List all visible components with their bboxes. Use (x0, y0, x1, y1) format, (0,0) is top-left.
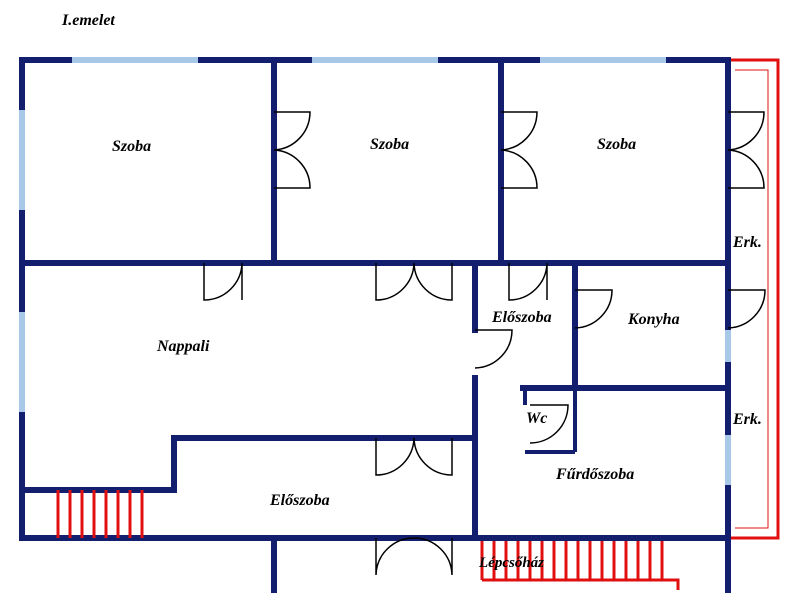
room-label-eloszoba-lower: Előszoba (270, 492, 330, 509)
room-label-furdoszoba: Fűrdőszoba (556, 466, 635, 483)
room-label-eloszoba-upper: Előszoba (492, 309, 552, 326)
balcony-railing (728, 58, 780, 540)
room-label-szoba-1: Szoba (112, 138, 152, 155)
floor-title: I.emelet (62, 12, 115, 29)
room-label-nappali: Nappali (157, 338, 210, 355)
room-label-erkely-2: Erk. (733, 411, 762, 428)
room-label-konyha: Konyha (628, 311, 680, 328)
room-label-erkely-1: Erk. (733, 234, 762, 251)
windows (19, 57, 731, 485)
room-label-szoba-3: Szoba (597, 136, 637, 153)
stairs-bottom (480, 541, 680, 590)
room-label-szoba-2: Szoba (370, 136, 410, 153)
stairs-left (56, 490, 144, 538)
room-label-wc: Wc (526, 410, 548, 427)
room-label-lepcsohaz: Lépcsőház (479, 555, 544, 571)
doors (203, 111, 766, 576)
